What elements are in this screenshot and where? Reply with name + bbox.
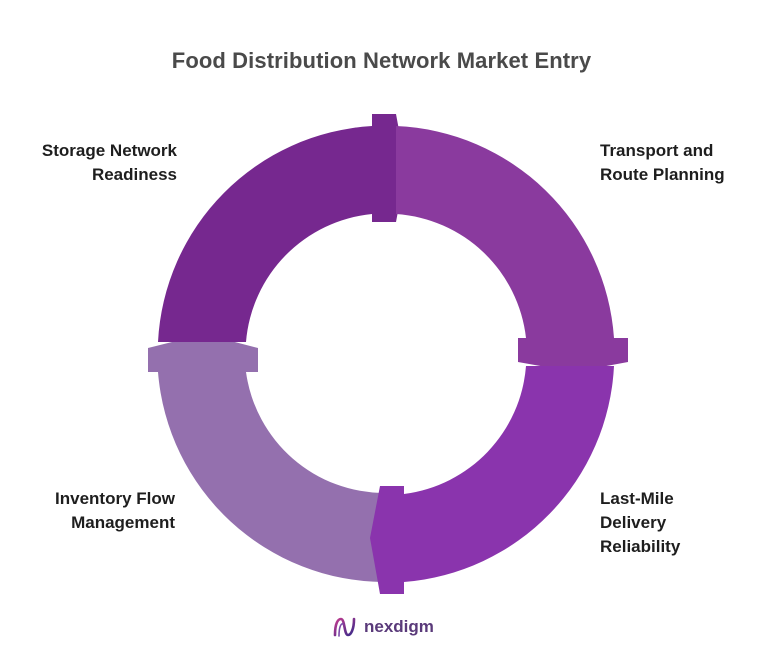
stage-label-line: Delivery bbox=[600, 513, 667, 532]
brand-name: nexdigm bbox=[364, 617, 434, 636]
brand-logo: nexdigm bbox=[332, 614, 434, 640]
segment-transport bbox=[396, 126, 628, 372]
stage-label-line: Storage Network bbox=[41, 141, 177, 160]
segment-storage bbox=[158, 114, 406, 342]
stage-label-line: Inventory Flow bbox=[55, 489, 175, 508]
stage-label-line: Readiness bbox=[91, 165, 177, 184]
segment-lastmile bbox=[370, 366, 614, 594]
stage-label-line: Management bbox=[71, 513, 175, 532]
stage-label-lastmile: Last-Mile Delivery Reliability bbox=[600, 487, 680, 559]
stage-label-inventory: Inventory Flow Management bbox=[55, 487, 175, 535]
stage-label-line: Reliability bbox=[600, 537, 681, 556]
segment-inventory bbox=[148, 334, 385, 582]
stage-label-line: Route Planning bbox=[600, 165, 725, 184]
stage-label-line: Last-Mile bbox=[600, 489, 674, 508]
stage-label-transport: Transport and Route Planning bbox=[600, 139, 725, 187]
stage-label-storage: Storage Network Readiness bbox=[42, 139, 177, 187]
diagram-title: Food Distribution Network Market Entry bbox=[171, 48, 592, 73]
nexdigm-logo-icon bbox=[333, 617, 356, 637]
stage-label-line: Transport and bbox=[600, 141, 714, 160]
